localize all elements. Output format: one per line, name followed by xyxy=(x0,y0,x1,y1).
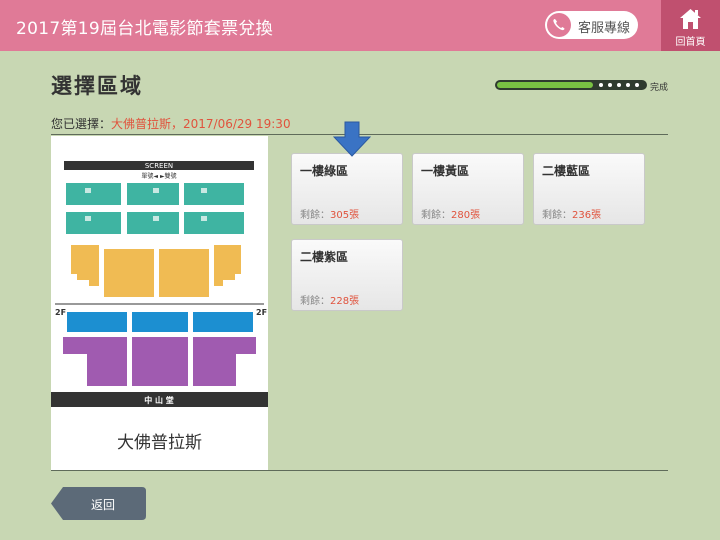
customer-service-label: 客服專線 xyxy=(578,21,631,36)
screen-label: SCREEN xyxy=(145,162,173,170)
progress-fill xyxy=(497,82,593,88)
selection-prefix: 您已選擇： xyxy=(51,117,112,131)
hall-bar xyxy=(51,392,268,407)
arrow-down-icon xyxy=(333,121,371,157)
zone-remaining: 剩餘：228張 xyxy=(300,296,360,307)
progress-step-dot xyxy=(599,83,603,87)
blue-zone xyxy=(67,312,253,332)
zone-card-yellow[interactable]: 一樓黃區 剩餘：280張 xyxy=(412,153,524,225)
app-title: 2017第19屆台北電影節套票兌換 xyxy=(16,19,273,39)
zone-name: 一樓黃區 xyxy=(421,164,470,178)
purple-zone xyxy=(63,337,256,386)
progress-step-dot xyxy=(635,83,639,87)
venue-name: 大佛普拉斯 xyxy=(117,433,202,453)
yellow-zone xyxy=(71,245,241,297)
page-title: 選擇區域 xyxy=(51,74,143,98)
zone-remaining: 剩餘：305張 xyxy=(300,210,360,221)
seatmap: SCREEN 單號◄ ►雙號 2F 2F xyxy=(51,161,268,407)
zone-name: 二樓藍區 xyxy=(542,164,591,178)
home-label: 回首頁 xyxy=(675,37,706,48)
direction-label: 單號◄ ►雙號 xyxy=(141,172,176,180)
home-button[interactable]: 回首頁 xyxy=(661,0,720,51)
progress-bar xyxy=(495,80,647,90)
progress-step-dot xyxy=(608,83,612,87)
divider-bottom xyxy=(51,470,668,471)
zone-name: 二樓紫區 xyxy=(300,250,349,264)
zone-name: 一樓綠區 xyxy=(300,164,349,178)
progress-step-dot xyxy=(617,83,621,87)
selection-info: 您已選擇：大佛普拉斯，2017/06/29 19:30 xyxy=(51,115,291,132)
floor-label-left: 2F xyxy=(55,308,66,317)
zone-card-purple[interactable]: 二樓紫區 剩餘：228張 xyxy=(291,239,403,311)
progress-step-dot xyxy=(626,83,630,87)
header-bar: 2017第19屆台北電影節套票兌換 客服專線 回首頁 xyxy=(0,0,720,51)
selection-value: 大佛普拉斯，2017/06/29 19:30 xyxy=(111,117,291,131)
back-label: 返回 xyxy=(91,498,116,512)
screen-bar xyxy=(64,161,254,170)
back-button[interactable]: 返回 xyxy=(51,487,146,520)
seatmap-panel: SCREEN 單號◄ ►雙號 2F 2F xyxy=(51,136,268,470)
green-zone xyxy=(66,183,244,234)
phone-icon xyxy=(547,13,571,37)
zone-card-blue[interactable]: 二樓藍區 剩餘：236張 xyxy=(533,153,645,225)
back-arrow-shape xyxy=(51,487,146,520)
home-icon xyxy=(680,9,701,29)
zone-card-green[interactable]: 一樓綠區 剩餘：305張 xyxy=(291,153,403,225)
customer-service-button[interactable]: 客服專線 xyxy=(545,11,638,39)
zone-remaining: 剩餘：236張 xyxy=(542,210,602,221)
zone-remaining: 剩餘：280張 xyxy=(421,210,481,221)
floor-label-right: 2F xyxy=(256,308,267,317)
progress-label: 完成 xyxy=(650,83,669,93)
hall-label: 中 山 堂 xyxy=(144,395,174,405)
